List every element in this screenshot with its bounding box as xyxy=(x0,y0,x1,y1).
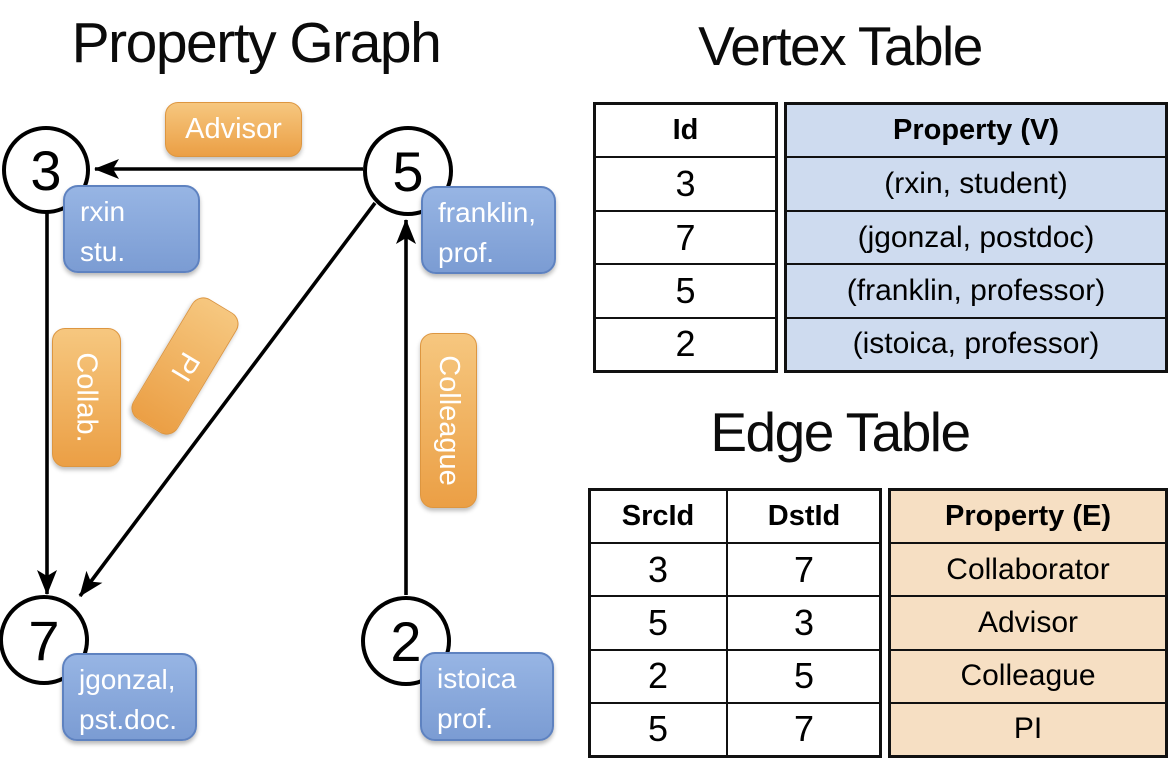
vertex-table-cell: 5 xyxy=(596,263,775,316)
node-label: 7 xyxy=(28,608,60,672)
edge-table-id-columns: SrcId DstId 3 7 5 3 2 5 5 7 xyxy=(588,488,882,758)
edge-table-row: 5 7 xyxy=(591,701,880,756)
edge-table-cell: 5 xyxy=(647,602,669,643)
edge-label-collab: Collab. xyxy=(52,328,121,467)
edge-table-row: 3 7 xyxy=(591,542,880,596)
graph-node-2: 2 xyxy=(361,596,451,686)
vertex-table-header-property: Property (V) xyxy=(893,114,1059,147)
edge-table-row: 5 3 xyxy=(591,595,880,649)
edge-table-row: 2 5 xyxy=(591,648,880,702)
edge-table-property-column: Property (E) Collaborator Advisor Collea… xyxy=(888,488,1168,758)
property-graph-title: Property Graph xyxy=(71,11,442,75)
vertex-property-line: rxin xyxy=(80,196,126,227)
edge-table-cell: 3 xyxy=(647,548,669,590)
edge-label-colleague: Colleague xyxy=(420,333,477,508)
edge-table-header-row: SrcId DstId xyxy=(591,491,880,543)
node-label: 2 xyxy=(390,609,422,673)
edge-table-cell: Collaborator xyxy=(891,542,1165,595)
edge-table-cell: Colleague xyxy=(891,648,1165,702)
vertex-table-id-column: Id 3 7 5 2 xyxy=(593,102,778,373)
edge-table-header-srcid: SrcId xyxy=(621,500,695,533)
node-label: 3 xyxy=(30,138,62,202)
edge-table-cell: PI xyxy=(891,701,1165,755)
edge-table-cell: 2 xyxy=(647,655,669,697)
vertex-property-line: stu. xyxy=(80,236,126,267)
edge-table-cell: 7 xyxy=(726,544,880,596)
vertex-property-box-3: rxin stu. xyxy=(63,185,200,273)
vertex-property-line: jgonzal, xyxy=(79,664,176,695)
vertex-table-cell: (franklin, professor) xyxy=(787,263,1165,316)
vertex-property-box-5: franklin, prof. xyxy=(421,186,556,274)
vertex-table-title: Vertex Table xyxy=(698,15,983,77)
graph-node-5: 5 xyxy=(363,126,453,216)
vertex-table-cell: 3 xyxy=(596,156,775,209)
vertex-property-line: istoica xyxy=(437,663,517,694)
vertex-table-cell: (istoica, professor) xyxy=(787,316,1165,370)
vertex-property-box-7: jgonzal, pst.doc. xyxy=(62,653,197,741)
edge-table-cell: 7 xyxy=(726,703,880,756)
edge-table-cell: 3 xyxy=(726,597,880,649)
edge-label-text: Advisor xyxy=(185,113,282,145)
edge-table-title: Edge Table xyxy=(710,401,971,463)
vertex-property-box-2: istoica prof. xyxy=(420,652,554,741)
graph-edges-layer xyxy=(37,159,416,598)
node-label: 5 xyxy=(392,139,424,203)
vertex-table-cell: 2 xyxy=(596,316,775,370)
edge-label-advisor: Advisor xyxy=(165,102,302,157)
vertex-table-header-id: Id xyxy=(672,114,699,147)
edge-table-cell: 5 xyxy=(647,708,669,750)
edge-label-text: Colleague xyxy=(433,355,466,486)
edge-label-text: Collab. xyxy=(71,352,103,443)
vertex-property-line: franklin, xyxy=(438,197,537,228)
vertex-table-cell: (jgonzal, postdoc) xyxy=(787,209,1165,263)
edge-label-text: PI xyxy=(164,346,207,387)
edge-arrow-pi-5-to-7 xyxy=(78,201,377,598)
edge-table-cell: 5 xyxy=(726,650,880,702)
vertex-table-property-column: Property (V) (rxin, student) (jgonzal, p… xyxy=(784,102,1168,373)
vertex-table-cell: 7 xyxy=(596,209,775,263)
vertex-table-cell: (rxin, student) xyxy=(787,156,1165,209)
vertex-property-line: prof. xyxy=(438,237,495,268)
vertex-property-line: prof. xyxy=(437,703,494,734)
edge-table-header-property: Property (E) xyxy=(945,500,1111,533)
vertex-property-line: pst.doc. xyxy=(79,704,178,735)
edge-table-cell: Advisor xyxy=(891,595,1165,648)
edge-table-header-dstid: DstId xyxy=(726,491,880,543)
